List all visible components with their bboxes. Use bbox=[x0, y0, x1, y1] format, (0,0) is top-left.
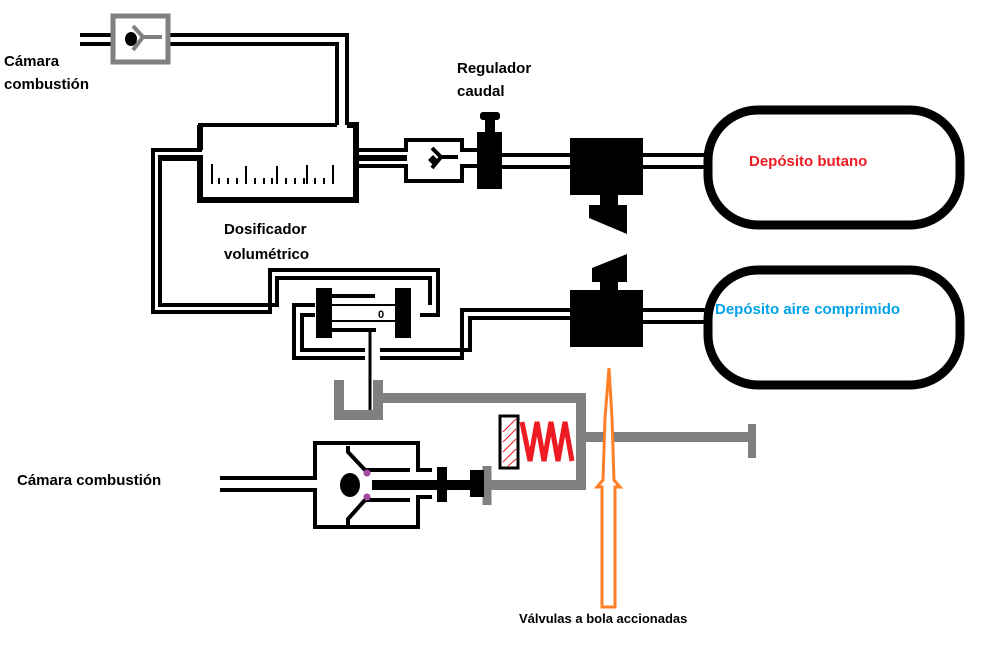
pipe-top-to-dosificador bbox=[168, 33, 349, 125]
label-camara-top: Cámara combustión bbox=[4, 50, 89, 96]
label-regulador-line2: caudal bbox=[457, 83, 505, 100]
label-camara-top-line2: combustión bbox=[4, 76, 89, 93]
pipe-valve-to-butano bbox=[643, 153, 712, 169]
check-valve-middle bbox=[356, 138, 478, 183]
ball-valve-butano[interactable] bbox=[570, 138, 643, 234]
stem-end bbox=[470, 470, 484, 497]
label-dosificador-line2: volumétrico bbox=[224, 246, 310, 263]
arrow-up-icon bbox=[593, 367, 624, 609]
piston-mark: 0 bbox=[378, 309, 384, 321]
flow-regulator[interactable] bbox=[477, 112, 502, 189]
label-regulador-line1: Regulador bbox=[457, 60, 532, 77]
tank-aire bbox=[703, 265, 965, 390]
pipe-valve-to-aire bbox=[643, 308, 712, 324]
bottom-valve bbox=[220, 441, 432, 529]
check-ball-icon bbox=[125, 32, 137, 46]
seat-dot-icon bbox=[363, 469, 371, 477]
label-valvulas: Válvulas a bola accionadas bbox=[519, 611, 688, 626]
spring-assembly bbox=[498, 414, 575, 470]
label-dosificador: Dosificador volumétrico bbox=[224, 218, 309, 266]
spring-icon bbox=[519, 421, 575, 462]
ball-valve-aire[interactable] bbox=[570, 254, 643, 347]
check-valve-top bbox=[110, 13, 171, 65]
stem-guide bbox=[437, 467, 447, 502]
piston-cylinder bbox=[316, 288, 411, 412]
label-deposito-butano: Depósito butano bbox=[749, 153, 868, 170]
label-camara-bottom: Cámara combustión bbox=[17, 472, 162, 489]
pipe-aire-to-piston bbox=[292, 303, 570, 360]
label-dosificador-line1: Dosificador bbox=[224, 221, 307, 238]
label-camara-top-line1: Cámara bbox=[4, 53, 60, 70]
ball-icon bbox=[340, 473, 360, 497]
pipe-regulator-to-valve bbox=[502, 153, 572, 169]
volume-scale bbox=[211, 164, 334, 184]
tank-butano bbox=[703, 105, 965, 230]
pipe-top-left bbox=[80, 33, 112, 46]
valve-stem bbox=[372, 480, 482, 490]
label-deposito-aire: Depósito aire comprimido bbox=[715, 301, 901, 318]
seat-dot-icon bbox=[363, 493, 371, 501]
label-regulador: Regulador caudal bbox=[457, 57, 531, 103]
